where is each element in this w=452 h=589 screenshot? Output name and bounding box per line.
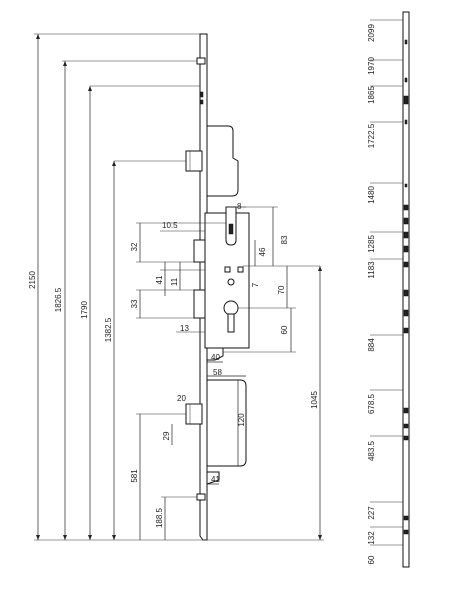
pos-884: 884 — [367, 338, 376, 352]
dim-581: 581 — [130, 469, 139, 483]
dim-41: 41 — [155, 275, 164, 284]
lower-hook — [185, 403, 203, 425]
dim-32: 32 — [130, 242, 139, 251]
pos-483-5: 483.5 — [367, 440, 376, 461]
dim-120: 120 — [237, 413, 246, 427]
dim-58: 58 — [213, 368, 222, 377]
pos-1183: 1183 — [367, 261, 376, 279]
upper-hook-gear — [185, 125, 239, 197]
dim-70: 70 — [277, 285, 286, 294]
dim-1790: 1790 — [80, 301, 89, 319]
dim-40: 40 — [211, 353, 220, 362]
dim-11: 11 — [170, 277, 179, 286]
lower-hook-gear — [185, 379, 247, 501]
lock-base — [206, 347, 224, 361]
dim-1382-5: 1382.5 — [104, 317, 113, 342]
bottom-pin — [196, 493, 206, 501]
pos-60: 60 — [367, 555, 376, 564]
dim-7: 7 — [251, 282, 260, 287]
dim-46: 46 — [258, 247, 267, 256]
dim-13: 13 — [180, 324, 189, 333]
dim-2150: 2150 — [28, 271, 37, 289]
cylinder-slot — [227, 313, 235, 333]
top-slot-2 — [199, 99, 204, 105]
pos-1480: 1480 — [367, 186, 376, 204]
pos-132: 132 — [367, 531, 376, 545]
pos-1285: 1285 — [367, 235, 376, 253]
dim-83: 83 — [280, 235, 289, 244]
side-strip — [402, 11, 410, 568]
lower-bracket — [206, 471, 220, 485]
dim-29: 29 — [162, 431, 171, 440]
overall-dimensions: 2150 1826.5 1790 1382.5 — [28, 33, 203, 541]
lower-dimensions: 1045 20 29 120 581 41 188.5 — [130, 266, 324, 541]
pos-227: 227 — [367, 506, 376, 520]
side-view: 2099 1970 1865 1722.5 1480 1285 1183 884… — [367, 11, 410, 568]
deadbolt — [193, 289, 206, 319]
pos-2099: 2099 — [367, 24, 376, 42]
square-hole-2 — [237, 266, 244, 273]
top-slot — [199, 91, 204, 98]
screw-hole — [227, 278, 235, 286]
latch — [193, 239, 206, 263]
top-pin — [196, 57, 206, 65]
pos-678-5: 678.5 — [367, 393, 376, 414]
lower-gear-body — [206, 379, 247, 467]
dim-1045: 1045 — [310, 391, 319, 409]
dim-33: 33 — [130, 299, 139, 308]
follower-slot — [228, 223, 234, 235]
cylinder-circle — [223, 300, 239, 316]
lock-dimensions: 10.5 8 32 83 46 41 11 7 70 33 13 — [130, 202, 320, 377]
pos-1970: 1970 — [367, 57, 376, 75]
dim-1826-5: 1826.5 — [54, 287, 63, 312]
pos-1865: 1865 — [367, 86, 376, 104]
dim-20: 20 — [177, 394, 186, 403]
dim-41-lower: 41 — [211, 475, 220, 484]
pos-1722-5: 1722.5 — [367, 123, 376, 148]
dim-8: 8 — [237, 202, 242, 211]
dim-60: 60 — [280, 325, 289, 334]
dim-10-5: 10.5 — [162, 221, 178, 230]
square-hole — [224, 266, 231, 273]
dim-188-5: 188.5 — [155, 507, 164, 528]
upper-hook — [185, 150, 203, 172]
main-lock-case — [193, 206, 250, 361]
upper-gear-body — [206, 125, 239, 197]
